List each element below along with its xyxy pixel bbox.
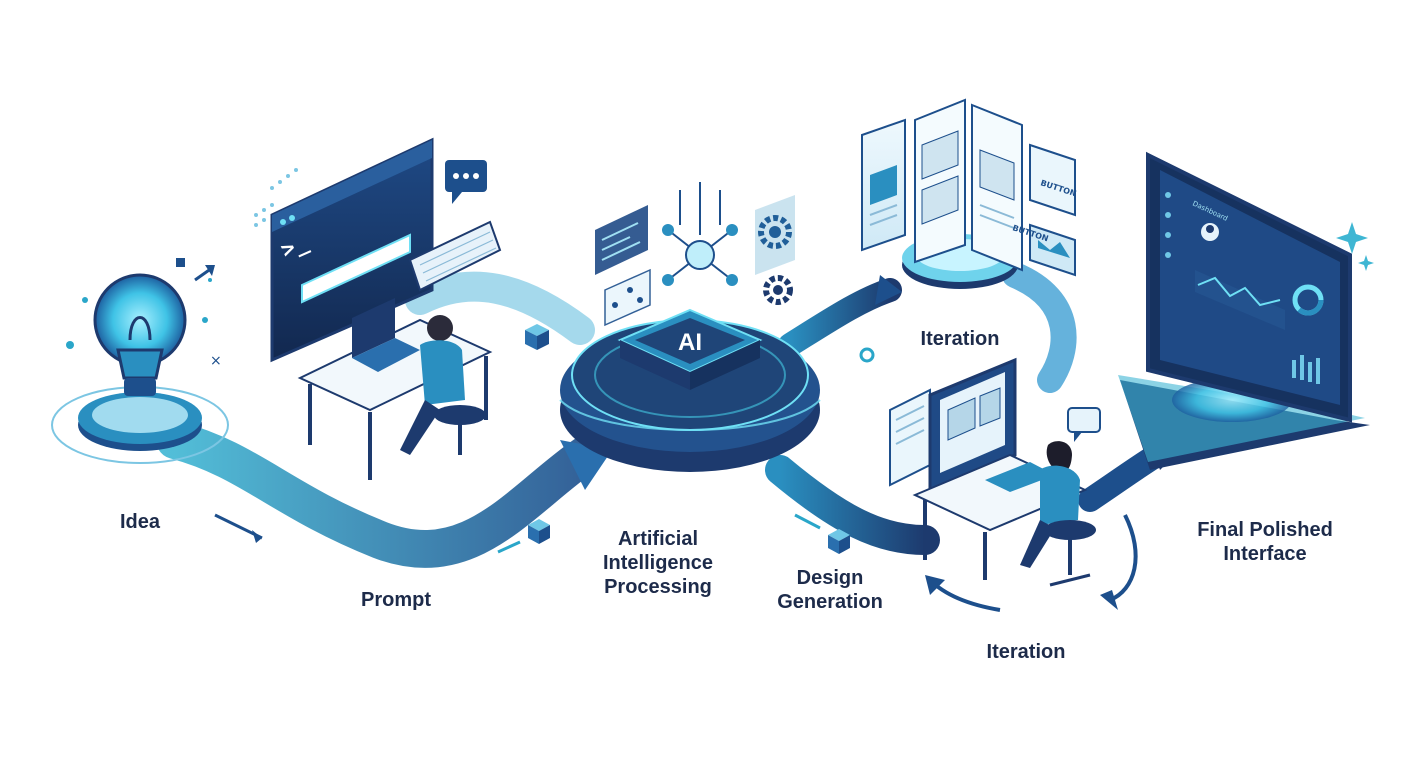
drawing-tablet xyxy=(985,462,1055,492)
label-line: Interface xyxy=(1223,543,1307,565)
chat-bubble-icon xyxy=(445,160,487,204)
label-line: Processing xyxy=(604,576,712,598)
final-interface-device: Dashboard xyxy=(1118,151,1374,470)
graph-panel xyxy=(604,268,651,327)
label-line: Final Polished xyxy=(1197,519,1333,541)
gear-icon xyxy=(758,215,792,249)
cube-decoration xyxy=(828,529,850,554)
laptop-icon xyxy=(352,298,420,372)
dash-mark xyxy=(497,540,521,554)
cube-decoration xyxy=(528,519,550,544)
flow-path-prompt-to-ai xyxy=(405,271,595,345)
dashboard-sidebar xyxy=(1165,192,1171,258)
ring-decoration xyxy=(859,347,875,363)
ai-hub: AI xyxy=(559,182,821,472)
image-icon xyxy=(1038,240,1070,258)
label-line: Design xyxy=(796,567,864,589)
step-label-ai-processing: Artificial Intelligence Processing xyxy=(578,527,738,599)
step-label-prompt: Prompt xyxy=(336,588,456,612)
iteration-cycle-arrows xyxy=(925,514,1138,612)
square-mark xyxy=(176,258,185,267)
design-station xyxy=(889,357,1101,587)
step-label-idea: Idea xyxy=(100,510,180,534)
prompt-station: >_ xyxy=(254,137,502,480)
flow-path-iteration-loop xyxy=(1002,262,1077,393)
label-line: Iteration xyxy=(986,641,1066,663)
step-label-iteration-top: Iteration xyxy=(900,327,1020,351)
lightbulb-icon xyxy=(93,273,187,396)
monitor-main xyxy=(928,357,1017,493)
cube-decoration xyxy=(525,324,549,350)
label-line: Idea xyxy=(119,511,161,533)
dot-pattern xyxy=(254,168,298,227)
label-line: Prompt xyxy=(361,589,431,611)
label-line: Artificial xyxy=(617,528,699,550)
step-label-design-generation: Design Generation xyxy=(760,566,900,614)
circuit-lines xyxy=(679,182,721,235)
neural-network-icon xyxy=(662,224,738,286)
iteration-wireframes: BUTTON BUTTON xyxy=(861,98,1078,289)
person-prompt xyxy=(400,315,486,455)
wireframe-card xyxy=(971,103,1023,272)
small-arrow-idea xyxy=(214,513,263,543)
monitor-left xyxy=(889,388,931,487)
keyboard-icon xyxy=(408,220,502,292)
flow-path-ai-to-design xyxy=(765,455,940,555)
flow-path-ai-to-iteration xyxy=(778,275,902,357)
dashboard-donut-chart xyxy=(1292,284,1324,316)
sparkle-icon xyxy=(1336,222,1374,271)
ai-chip-label: AI xyxy=(678,329,702,356)
dashboard-bar-chart xyxy=(1292,355,1320,384)
label-line: Generation xyxy=(777,591,883,613)
dashboard-line-chart xyxy=(1197,276,1281,307)
avatar xyxy=(1201,223,1219,241)
label-line: Intelligence xyxy=(602,552,714,574)
person-designer xyxy=(1020,441,1096,587)
code-panel xyxy=(595,205,648,275)
wireframe-card xyxy=(861,118,906,252)
idea-station: × xyxy=(51,258,229,464)
svg-text:×: × xyxy=(210,353,222,369)
step-label-iteration-bottom: Iteration xyxy=(966,640,1086,664)
label-line: Iteration xyxy=(920,328,1000,350)
gear-icon xyxy=(763,275,793,305)
dash-mark xyxy=(794,513,821,530)
chat-bubble-icon xyxy=(1067,407,1101,442)
step-label-final-interface: Final Polished Interface xyxy=(1180,518,1350,566)
wireframe-card xyxy=(914,98,966,264)
